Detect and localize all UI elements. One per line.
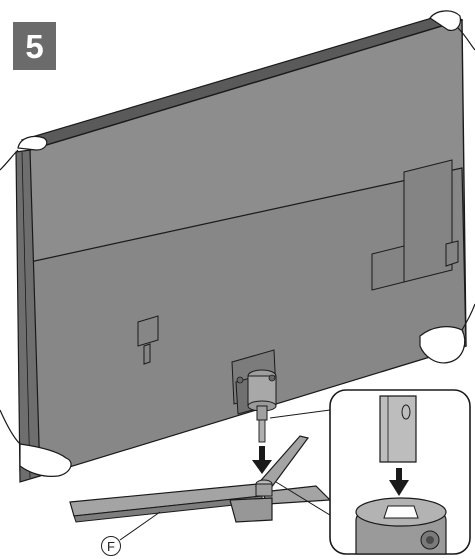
magnifier-detail-icon [270,390,470,554]
stand-part-label: F [101,536,121,556]
step-number-badge: 5 [13,22,56,70]
arrow-down-icon [252,446,272,474]
